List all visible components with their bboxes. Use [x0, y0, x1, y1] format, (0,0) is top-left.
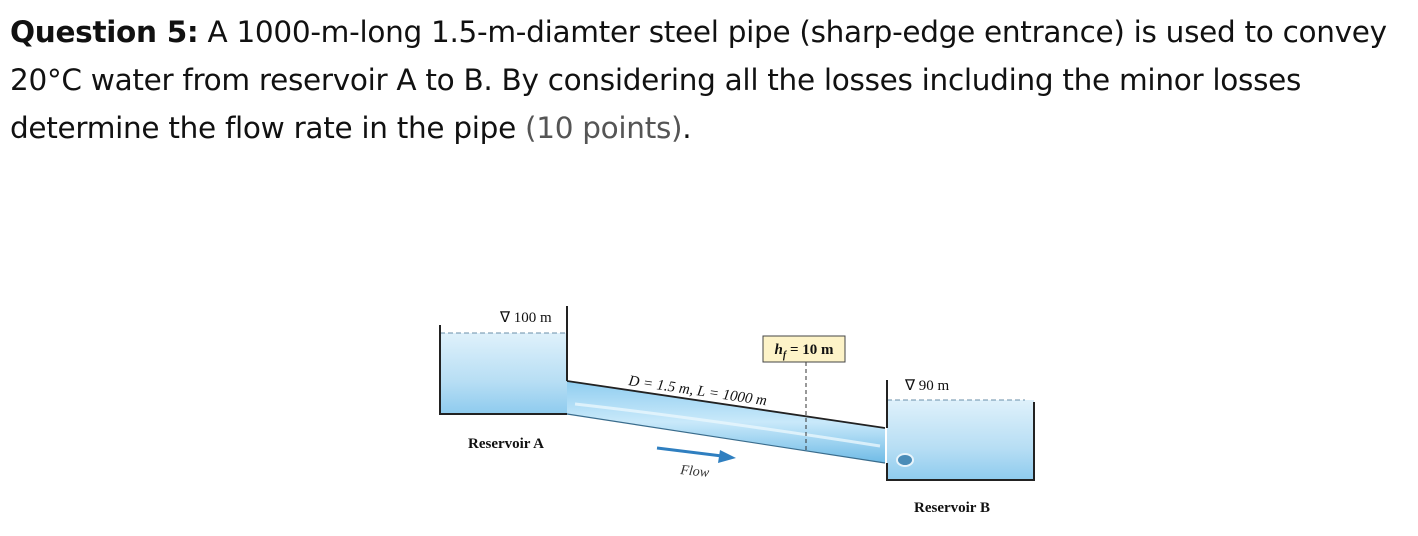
pipe-flow-streak [574, 402, 881, 448]
flow-arrow-icon [656, 446, 736, 463]
question-end: . [682, 111, 692, 145]
reservoir-b-level: ∇ 90 m [904, 378, 950, 394]
question-points: (10 points) [525, 111, 683, 145]
reservoir-a [439, 306, 568, 415]
reservoir-b [886, 380, 1035, 481]
pipe-bottom-wall [566, 413, 886, 464]
reservoir-a-water [440, 333, 567, 414]
flow-label: Flow [679, 463, 711, 481]
reservoir-a-wall [439, 325, 567, 415]
head-loss-label: hf = 10 m [775, 342, 834, 361]
reservoir-a-label: Reservoir A [468, 436, 544, 452]
question-label: Question 5: [10, 15, 199, 49]
pipe-top-wall [566, 380, 886, 429]
reservoir-a-level: ∇ 100 m [499, 310, 552, 326]
question-body: A 1000-m-long 1.5-m-diamter steel pipe (… [10, 15, 1387, 145]
head-loss-box [762, 335, 846, 363]
reservoir-b-label: Reservoir B [914, 500, 990, 516]
reservoir-b-water [887, 400, 1034, 480]
pipe-outlet [896, 453, 914, 467]
reservoir-b-wall [886, 402, 1035, 481]
question-text: Question 5: A 1000-m-long 1.5-m-diamter … [10, 8, 1410, 152]
